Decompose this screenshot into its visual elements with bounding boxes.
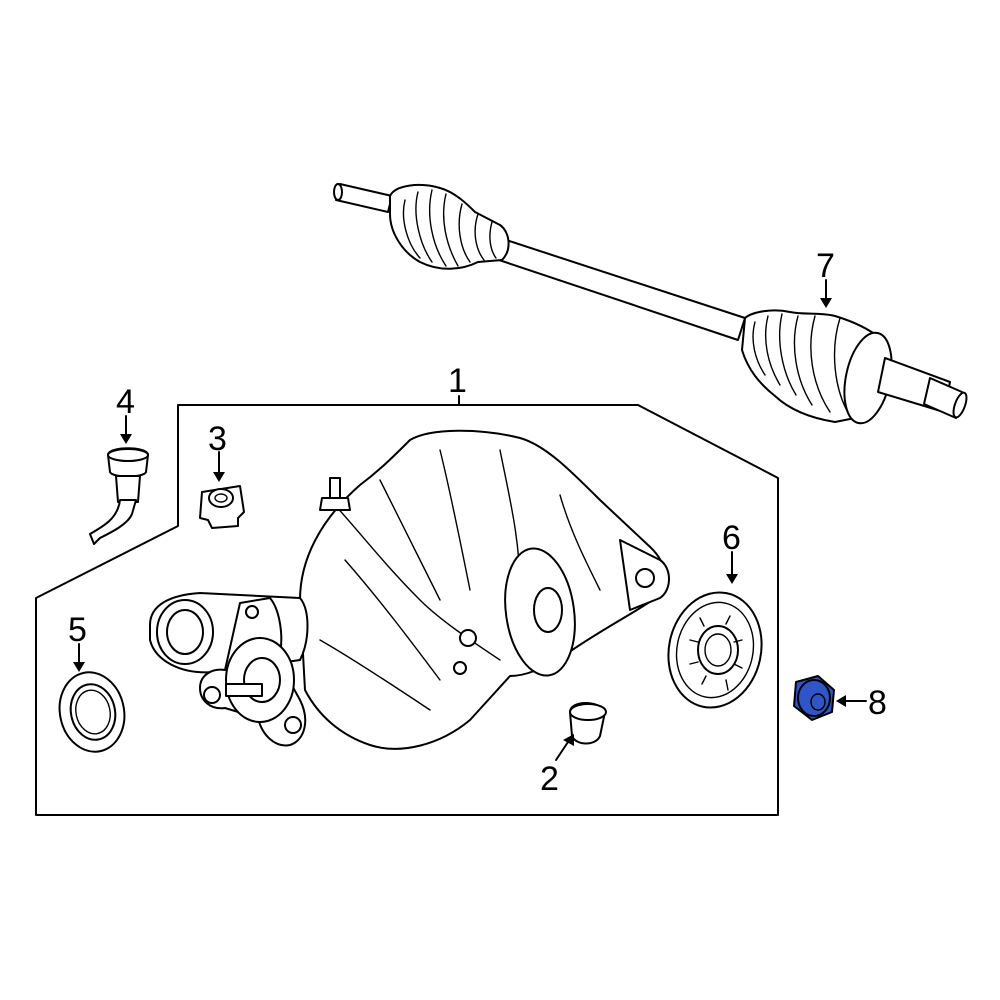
part-6-shield-disc[interactable] — [658, 584, 772, 717]
callout-2: 2 — [540, 760, 559, 798]
callout-8: 8 — [868, 684, 887, 722]
leader-lines — [73, 279, 867, 761]
callout-1: 1 — [448, 362, 467, 400]
part-1-differential-assembly[interactable] — [149, 429, 670, 750]
callout-5: 5 — [68, 611, 87, 649]
part-8-nut[interactable] — [793, 675, 835, 721]
callout-6: 6 — [722, 519, 741, 557]
part-5-seal[interactable] — [52, 666, 131, 758]
callout-4: 4 — [116, 383, 135, 421]
part-4-vent-hose[interactable] — [89, 447, 149, 545]
callout-7: 7 — [816, 247, 835, 285]
part-2-plug[interactable] — [569, 702, 607, 745]
part-3-clip[interactable] — [199, 485, 245, 529]
callout-3: 3 — [208, 420, 227, 458]
part-7-axle-shaft[interactable] — [333, 183, 969, 428]
assembly-outline — [35, 404, 779, 816]
